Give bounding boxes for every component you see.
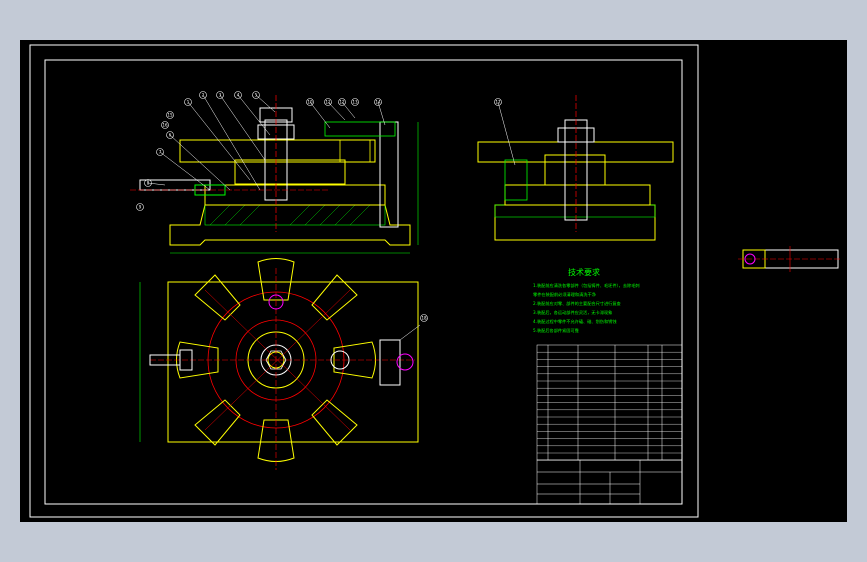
part-balloon [324, 98, 332, 106]
part-balloon [184, 98, 192, 106]
part-balloon-number: 9 [139, 205, 142, 210]
part-balloon-number: 13 [352, 100, 358, 105]
part-balloon [161, 121, 169, 129]
part-balloon [166, 111, 174, 119]
note-line-1: 1.装配前应清洗各零部件（包括铸件、毛坯件），去除毛刺 [533, 282, 640, 289]
note-line-4: 3.装配后，各运动部件应灵活，无卡滞现象 [533, 309, 612, 316]
part-balloon-number: 18 [421, 316, 427, 321]
part-balloon [136, 203, 144, 211]
top-view [139, 258, 421, 470]
drawing-border-inner [44, 59, 683, 505]
part-balloon [494, 98, 502, 106]
notes-title: 技术要求 [568, 267, 600, 277]
note-line-3: 2.装配前应对零、部件的主要配合尺寸进行复查 [533, 300, 622, 307]
part-balloon [374, 98, 382, 106]
side-view [477, 95, 674, 241]
part-balloon [338, 98, 346, 106]
part-balloon-number: 11 [325, 100, 331, 105]
technical-notes: 技术要求 1.装配前应清洗各零部件（包括铸件、毛坯件），去除毛刺 零件在装配前必… [533, 267, 640, 334]
part-balloon [306, 98, 314, 106]
part-balloon [156, 148, 164, 156]
part-balloon [144, 179, 152, 187]
part-balloon [351, 98, 359, 106]
part-balloon-number: 7 [159, 150, 162, 155]
part-balloon [216, 91, 224, 99]
drawing-viewport[interactable] [20, 40, 847, 522]
part-balloon-number: 17 [495, 100, 501, 105]
part-balloon [420, 314, 428, 322]
part-balloon-number: 14 [375, 100, 381, 105]
part-balloon-number: 12 [339, 100, 345, 105]
part-balloon-number: 16 [162, 123, 168, 128]
part-balloon-number: 4 [237, 93, 240, 98]
note-line-5: 4.装配过程中零件不允许磕、碰、划伤和锈蚀 [533, 318, 617, 325]
note-line-2: 零件在装配前必须清理和清洗干净 [533, 291, 596, 298]
part-balloon-number: 8 [147, 181, 150, 186]
part-balloon [166, 131, 174, 139]
front-view [130, 94, 419, 254]
part-balloon-number: 3 [219, 93, 222, 98]
part-balloon-number: 1 [187, 100, 190, 105]
part-balloon-number: 10 [307, 100, 313, 105]
part-balloon-number: 2 [202, 93, 205, 98]
part-balloon-number: 6 [169, 133, 172, 138]
part-balloon-number: 5 [255, 93, 258, 98]
part-balloon [252, 91, 260, 99]
detail-part-view [738, 246, 842, 272]
part-balloon [234, 91, 242, 99]
part-balloon [199, 91, 207, 99]
title-block [536, 459, 683, 505]
drawing-border-outer [29, 44, 699, 518]
note-line-6: 5.装配后各部件紧固可靠 [533, 327, 579, 334]
part-balloon-number: 15 [167, 113, 173, 118]
